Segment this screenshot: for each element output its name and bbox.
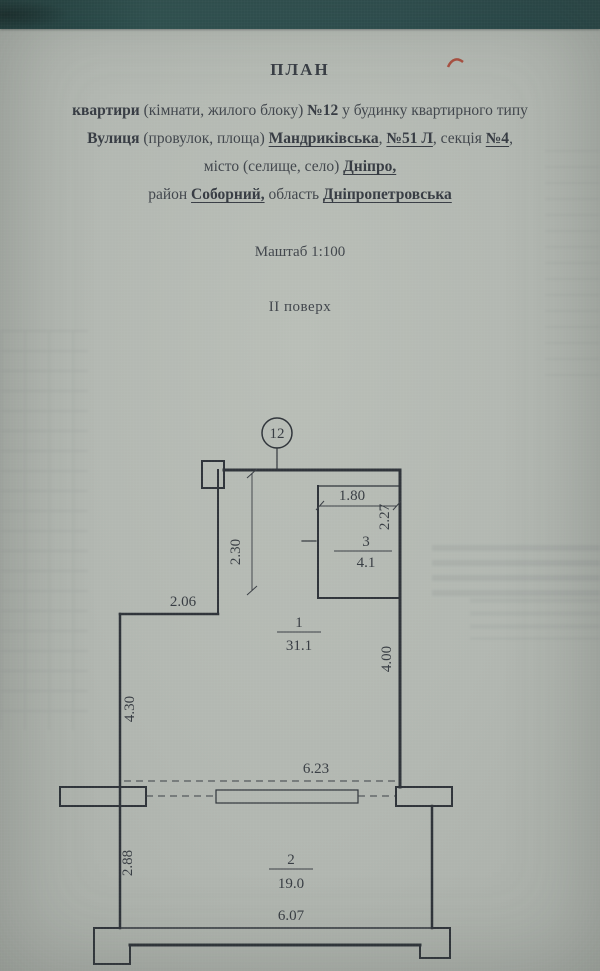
district-label: район — [148, 186, 192, 203]
dim-label-206: 2.06 — [170, 594, 197, 610]
wall-pier-top-left — [201, 460, 225, 489]
street-word: Вулиця — [87, 130, 140, 147]
dim-label-430: 4.30 — [122, 696, 138, 722]
room3-area: 4.1 — [357, 555, 376, 571]
dim-label-180: 1.80 — [339, 488, 365, 504]
wall-pier-mid-left — [59, 786, 147, 807]
room-labels-group: 3 4.1 1 31.1 2 19.0 — [278, 534, 376, 892]
dim-label-623: 6.23 — [303, 761, 329, 777]
dim-label-607: 6.07 — [278, 908, 305, 924]
building-number: №51 Л — [386, 130, 433, 147]
plan-title: ПЛАН — [270, 60, 330, 79]
oblast-label: область — [264, 186, 323, 203]
district-name: Соборний, — [191, 186, 265, 203]
street-line-comma: , — [509, 130, 513, 147]
dimension-ticks-230 — [246, 468, 258, 596]
district-line: район Соборний, область Дніпропетровська — [0, 186, 600, 204]
section-word: , секція — [432, 130, 486, 147]
section-number: №4 — [485, 130, 510, 147]
street-line: Вулиця (провулок, площа) Мандриківська , … — [0, 130, 600, 148]
room3-number: 3 — [362, 534, 370, 550]
wall-pier-mid-right — [395, 786, 453, 807]
dimension-labels-group: 1.80 2.27 2.30 2.06 4.00 4.30 6.23 2.88 … — [120, 488, 395, 924]
street-separator: , — [378, 130, 387, 147]
dimension-ticks-180 — [315, 500, 402, 511]
window-sill — [215, 789, 359, 804]
apartment-number: №12 — [307, 102, 339, 119]
room2-area: 19.0 — [278, 876, 304, 892]
apartment-line: квартири (кімнати, жилого блоку) №12 у б… — [0, 102, 600, 120]
wall-block-bottom-left — [93, 927, 131, 965]
city-name: Дніпро, — [343, 158, 397, 175]
city-label: місто (селище, село) — [203, 158, 344, 175]
walls-group — [59, 460, 453, 965]
room1-number: 1 — [295, 615, 303, 631]
dim-label-230: 2.30 — [228, 539, 244, 565]
room2-number: 2 — [287, 852, 295, 868]
scan-top-strip — [0, 0, 600, 29]
unit-number-badge: 12 — [261, 417, 293, 471]
scan-dark-blotch — [0, 0, 70, 29]
city-line: місто (селище, село) Дніпро, — [0, 158, 600, 176]
street-parenthetical: (провулок, площа) — [139, 130, 269, 147]
red-pen-mark — [446, 58, 464, 68]
dim-label-400: 4.00 — [379, 646, 395, 672]
dimension-lines-group — [124, 468, 402, 870]
street-name: Мандриківська — [268, 130, 379, 147]
unit-number-label: 12 — [270, 426, 285, 442]
apartment-word: квартири — [72, 102, 140, 119]
floor-line: ІІ поверх — [268, 299, 332, 315]
apartment-parenthetical: (кімнати, жилого блоку) — [139, 102, 308, 119]
apartment-building-type: у будинку квартирного типу — [338, 102, 528, 119]
dim-label-288: 2.88 — [120, 850, 136, 876]
wall-block-bottom-right — [419, 927, 451, 959]
room1-area: 31.1 — [286, 638, 312, 654]
scale-line: Маштаб 1:100 — [254, 244, 346, 260]
dim-label-227: 2.27 — [377, 503, 393, 530]
oblast-name: Дніпропетровська — [322, 186, 452, 203]
